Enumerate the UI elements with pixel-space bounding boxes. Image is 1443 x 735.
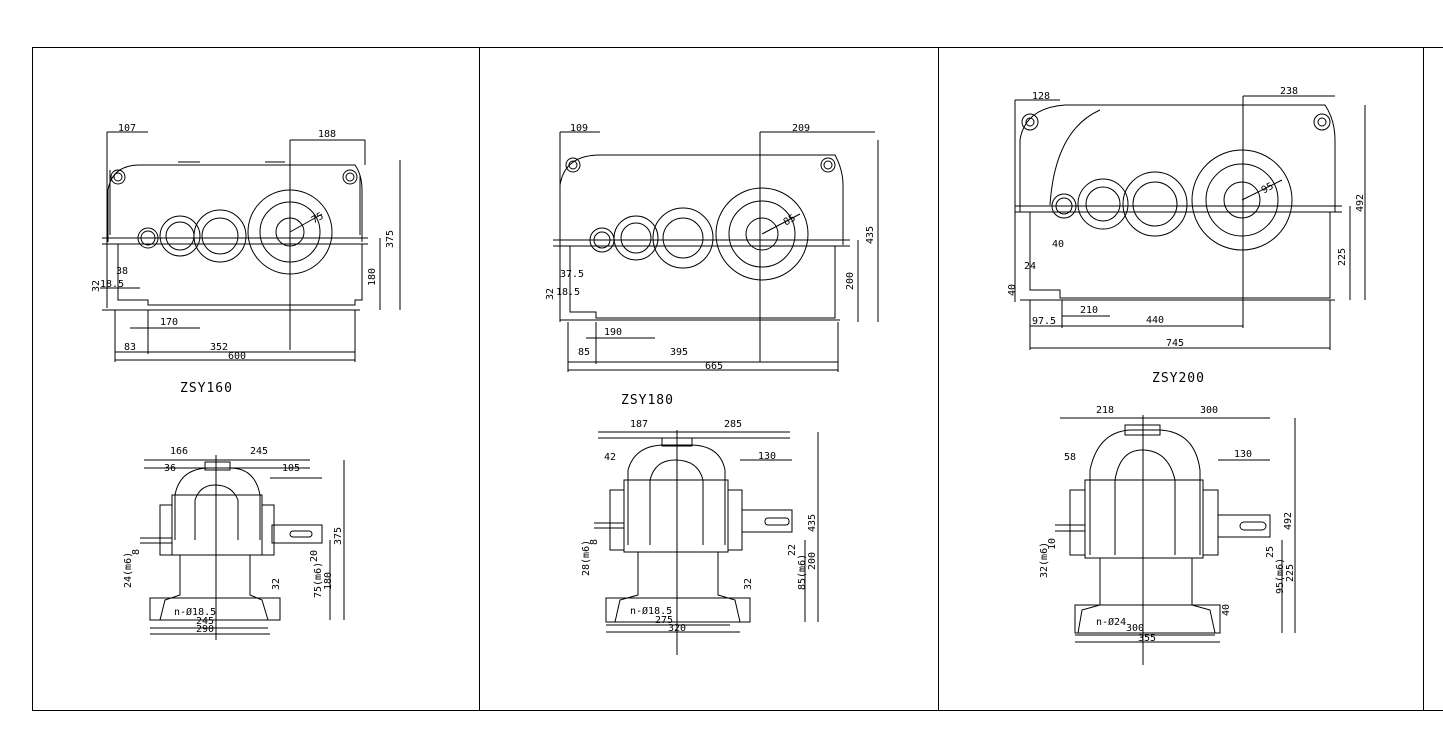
- dim-side-shaft-in: 28(m6): [581, 539, 592, 576]
- dim-side-key-in: 10: [1047, 537, 1058, 550]
- dim-bottom-3: 352: [210, 342, 229, 353]
- dim-side-key-out: 25: [1265, 545, 1276, 558]
- model-caption: ZSY160: [180, 381, 233, 396]
- dim-side-shaft-out: 95(m6): [1275, 557, 1286, 594]
- dim-side-bolt: n-Ø24: [1096, 617, 1127, 628]
- dim-bottom-total: 665: [705, 361, 724, 372]
- dim-bottom-total: 600: [228, 351, 247, 362]
- dim-side-base-2: 320: [668, 623, 687, 634]
- dim-height-total: 375: [385, 229, 396, 248]
- dim-side-top-left: 166: [170, 446, 189, 457]
- dim-height-total: 492: [1355, 193, 1366, 212]
- panel-divider-3: [1423, 47, 1424, 711]
- dim-side-height: 375: [333, 526, 344, 545]
- dim-side-height: 492: [1283, 511, 1294, 530]
- dim-top-right: 188: [318, 129, 337, 140]
- dim-d1: 37.5: [560, 269, 585, 280]
- panel-divider-2: [938, 47, 939, 711]
- dim-bottom-2: 85: [578, 347, 591, 358]
- dim-height-total: 435: [865, 225, 876, 244]
- dim-side-shaft-len: 130: [1234, 449, 1253, 460]
- dim-side-base-1: 245: [196, 616, 215, 627]
- dim-side-inner-left: 36: [164, 463, 177, 474]
- model-caption: ZSY200: [1152, 371, 1205, 386]
- dim-side-shaft-len: 130: [758, 451, 777, 462]
- dim-side-base-2: 290: [196, 624, 215, 635]
- dim-top-left: 109: [570, 123, 589, 134]
- dim-d3: 32: [545, 287, 556, 300]
- dim-height-axis: 225: [1337, 247, 1348, 266]
- dim-bottom-3: 395: [670, 347, 689, 358]
- dim-side-bolt: n-Ø18.5: [630, 606, 673, 617]
- dim-side-foot-h: 32: [743, 577, 754, 590]
- dim-d1: 40: [1052, 239, 1065, 250]
- dim-side-top-right: 300: [1200, 405, 1219, 416]
- dim-side-shaft-out: 85(m6): [797, 553, 808, 590]
- panel-divider-1: [479, 47, 480, 711]
- dim-bottom-1: 170: [160, 317, 179, 328]
- model-caption: ZSY180: [621, 393, 674, 408]
- dim-side-key-in: 8: [131, 548, 142, 555]
- sheet-bottom-border: [32, 710, 1443, 711]
- dim-bottom-total: 745: [1166, 338, 1185, 349]
- dim-d1: 38: [116, 266, 129, 277]
- dim-side-shaft-len: 105: [282, 463, 301, 474]
- sheet-top-border: [32, 47, 1443, 48]
- dim-side-top-right: 245: [250, 446, 269, 457]
- dim-height-axis: 200: [845, 271, 856, 290]
- dim-top-left: 107: [118, 123, 137, 134]
- dim-d2: 24: [1024, 261, 1037, 272]
- dim-d2: 18.5: [556, 287, 581, 298]
- dim-side-bolt: n-Ø18.5: [174, 607, 217, 618]
- dim-side-shaft-out: 75(m6): [313, 561, 324, 598]
- dim-bottom-3: 440: [1146, 315, 1165, 326]
- dim-side-foot-h: 40: [1221, 603, 1232, 616]
- dim-side-key-out: 22: [787, 543, 798, 556]
- dim-top-right: 209: [792, 123, 811, 134]
- dim-side-height2: 200: [807, 551, 818, 570]
- dim-top-right: 238: [1280, 86, 1299, 97]
- dim-side-top-right: 285: [724, 419, 743, 430]
- dim-side-inner-left: 58: [1064, 452, 1077, 463]
- dim-side-base-1: 275: [655, 615, 674, 626]
- dim-side-base-1: 300: [1126, 623, 1145, 634]
- dim-side-height2: 225: [1285, 563, 1296, 582]
- dim-side-top-left: 187: [630, 419, 649, 430]
- dim-side-height: 435: [807, 513, 818, 532]
- dim-side-shaft-in: 24(m6): [123, 551, 134, 588]
- dim-bottom-2: 83: [124, 342, 137, 353]
- dim-side-height2: 180: [323, 571, 334, 590]
- dim-side-key-out: 20: [309, 549, 320, 562]
- dim-d3: 32: [91, 279, 102, 292]
- dim-side-inner-left: 42: [604, 452, 617, 463]
- dim-side-key-in: 8: [589, 538, 600, 545]
- dim-d2: 18.5: [100, 279, 125, 290]
- dim-side-top-left: 218: [1096, 405, 1115, 416]
- sheet-left-border: [32, 47, 33, 711]
- dim-side-foot-h: 32: [271, 577, 282, 590]
- dim-height-axis: 180: [367, 267, 378, 286]
- dim-d3: 40: [1007, 283, 1018, 296]
- dim-side-base-2: 355: [1138, 633, 1157, 644]
- dim-bottom-1: 210: [1080, 305, 1099, 316]
- dim-bottom-1: 190: [604, 327, 623, 338]
- dim-bottom-2: 97.5: [1032, 316, 1057, 327]
- dim-top-left: 128: [1032, 91, 1051, 102]
